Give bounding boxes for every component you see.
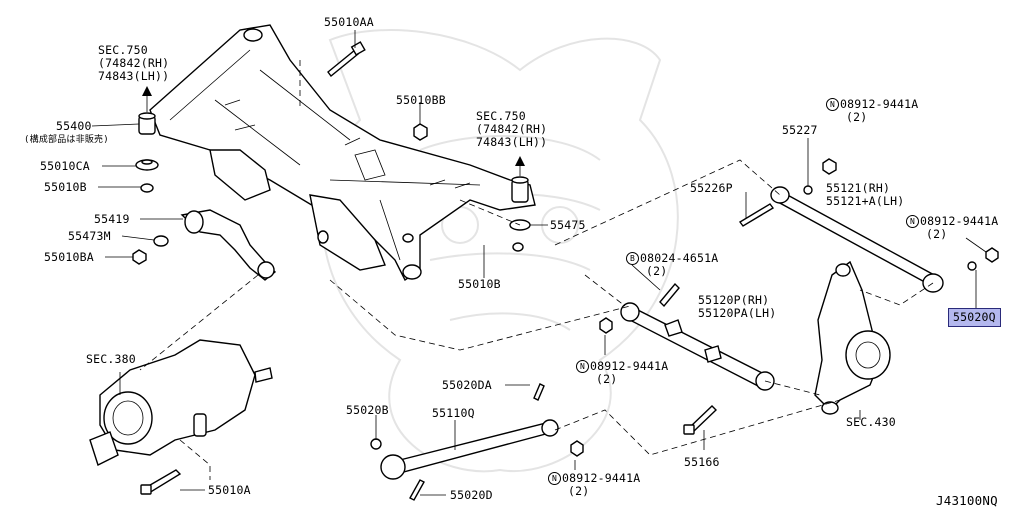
n-mark-icon: N	[906, 215, 919, 228]
bolt-e-qty: (2)	[568, 484, 590, 498]
subframe-mount-left	[135, 86, 159, 193]
bolt-c-qty: (2)	[646, 264, 668, 278]
lower-link-55120	[599, 282, 775, 391]
bolt-d-qty: (2)	[596, 372, 618, 386]
n-mark-icon: N	[576, 360, 589, 373]
label-55020Q-highlighted[interactable]: 55020Q	[948, 308, 1001, 327]
assembly-dashed-lines	[139, 60, 934, 480]
nut-55010BB	[413, 123, 428, 141]
p55120-line1: 55120P(RH)	[698, 293, 770, 307]
label-55400-note: (構成部品は非販売)	[24, 135, 109, 145]
label-sec750-left[interactable]: SEC.750 (74842(RH) 74843(LH))	[98, 44, 169, 83]
label-55473M[interactable]: 55473M	[68, 229, 111, 243]
bolt-e-code: 08912-9441A	[562, 471, 641, 485]
sec750-left-line1: SEC.750	[98, 43, 148, 57]
label-55010CA[interactable]: 55010CA	[40, 159, 90, 173]
label-55121[interactable]: 55121(RH) 55121+A(LH)	[826, 182, 904, 208]
bolt-b-code: 08912-9441A	[920, 214, 999, 228]
differential-sec380	[89, 339, 273, 495]
label-55010BB[interactable]: 55010BB	[396, 93, 446, 107]
label-55010AA[interactable]: 55010AA	[324, 15, 374, 29]
label-55226P[interactable]: 55226P	[690, 181, 733, 195]
label-55010B-lower[interactable]: 55010B	[458, 277, 501, 291]
upper-link-55121	[738, 158, 999, 293]
bolt-a-qty: (2)	[846, 110, 868, 124]
label-55010BA[interactable]: 55010BA	[44, 250, 94, 264]
label-55120[interactable]: 55120P(RH) 55120PA(LH)	[698, 294, 776, 320]
label-55166[interactable]: 55166	[684, 455, 720, 469]
label-55010A[interactable]: 55010A	[208, 483, 251, 497]
label-sec380[interactable]: SEC.380	[86, 352, 136, 366]
label-55020D[interactable]: 55020D	[450, 488, 493, 502]
sec750-right-line3: 74843(LH))	[476, 135, 548, 149]
sec750-right-line2: (74842(RH)	[476, 122, 548, 136]
label-55475[interactable]: 55475	[550, 218, 586, 232]
sec750-left-line2: (74842(RH)	[98, 56, 170, 70]
n-mark-icon: N	[548, 472, 561, 485]
p55120-line2: 55120PA(LH)	[698, 306, 777, 320]
trailing-link-55110	[370, 383, 718, 501]
b-mark-icon: B	[626, 252, 639, 265]
bolt-b-qty: (2)	[926, 227, 948, 241]
subframe-mount-right	[509, 156, 531, 252]
p55121-line2: 55121+A(LH)	[826, 194, 905, 208]
label-sec430[interactable]: SEC.430	[846, 415, 896, 429]
sec750-right-line1: SEC.750	[476, 109, 526, 123]
p55121-line1: 55121(RH)	[826, 181, 891, 195]
sec750-left-line3: 74843(LH))	[98, 69, 170, 83]
label-leader-lines	[91, 30, 987, 496]
label-55010B-upper[interactable]: 55010B	[44, 180, 87, 194]
label-sec750-right[interactable]: SEC.750 (74842(RH) 74843(LH))	[476, 110, 547, 149]
knuckle-sec430	[814, 260, 891, 415]
label-55020DA[interactable]: 55020DA	[442, 378, 492, 392]
label-55110Q[interactable]: 55110Q	[432, 406, 475, 420]
label-55227[interactable]: 55227	[782, 123, 818, 137]
label-55419[interactable]: 55419	[94, 212, 130, 226]
label-55400[interactable]: 55400	[56, 119, 92, 133]
label-55020B[interactable]: 55020B	[346, 403, 389, 417]
bolt-d-code: 08912-9441A	[590, 359, 669, 373]
diagram-code: J43100NQ	[936, 493, 998, 508]
bolt-a-code: 08912-9441A	[840, 97, 919, 111]
diff-mount-link-55419	[132, 209, 277, 281]
bolt-c-code: 08024-4651A	[640, 251, 719, 265]
n-mark-icon: N	[826, 98, 839, 111]
rear-subframe	[149, 24, 536, 282]
